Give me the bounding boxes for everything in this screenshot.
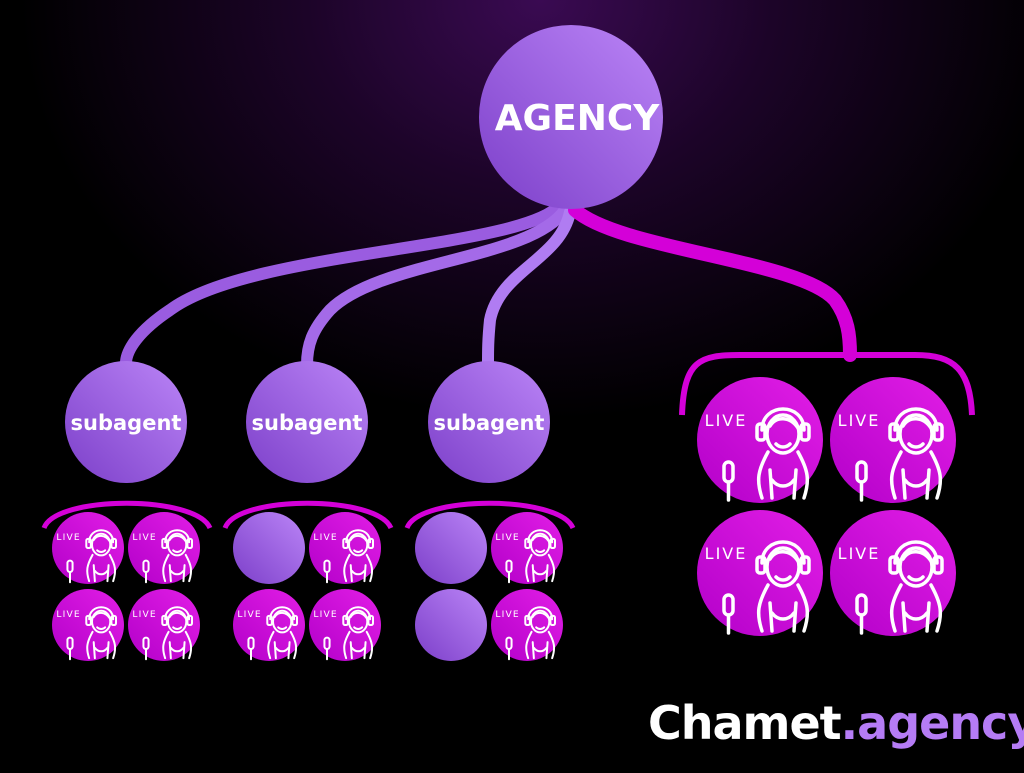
streamer-with-headset-icon: LIVE xyxy=(56,606,117,661)
agency-label: AGENCY xyxy=(495,98,661,139)
streamer-avatar: LIVE xyxy=(830,510,956,636)
connector-subagent-2 xyxy=(301,204,571,371)
logo-brand: Chamet xyxy=(648,696,842,750)
live-label: LIVE xyxy=(237,610,261,620)
subagent-label: subagent xyxy=(71,411,182,435)
live-label: LIVE xyxy=(705,544,748,563)
live-label: LIVE xyxy=(495,533,519,543)
direct-streamer-group: LIVE LIVE LIVE LIVE xyxy=(679,352,975,636)
group-bracket xyxy=(222,500,394,530)
live-label: LIVE xyxy=(495,610,519,620)
empty-slot xyxy=(415,512,487,584)
streamer-with-headset-icon: LIVE xyxy=(838,540,944,635)
subagent-streamer-group: LIVE LIVE xyxy=(404,500,576,661)
subagent-streamer-group: LIVE LIVE LIVE xyxy=(222,500,394,661)
connector-subagent-1 xyxy=(120,199,566,371)
streamer-avatar: LIVE xyxy=(128,589,200,661)
empty-slot xyxy=(415,589,487,661)
live-label: LIVE xyxy=(132,533,156,543)
streamer-avatar: LIVE xyxy=(697,377,823,503)
empty-slot xyxy=(415,512,487,584)
subagent-node: subagent xyxy=(428,361,550,483)
live-label: LIVE xyxy=(705,411,748,430)
streamer-avatar: LIVE xyxy=(491,589,563,661)
streamer-avatar: LIVE xyxy=(697,510,823,636)
group-bracket xyxy=(404,500,576,530)
group-bracket xyxy=(41,500,213,530)
chamet-agency-logo: Chamet.agency xyxy=(648,696,1024,750)
logo-suffix: .agency xyxy=(840,696,1024,750)
subagent-node: subagent xyxy=(65,361,187,483)
streamer-with-headset-icon: LIVE xyxy=(56,529,117,584)
live-label: LIVE xyxy=(313,610,337,620)
streamer-with-headset-icon: LIVE xyxy=(705,540,811,635)
streamer-with-headset-icon: LIVE xyxy=(313,529,374,584)
streamer-with-headset-icon: LIVE xyxy=(495,606,556,661)
live-label: LIVE xyxy=(313,533,337,543)
streamer-avatar: LIVE xyxy=(309,512,381,584)
streamer-with-headset-icon: LIVE xyxy=(705,407,811,502)
live-label: LIVE xyxy=(56,610,80,620)
empty-slot xyxy=(233,512,305,584)
connector-direct-streamers xyxy=(568,203,857,362)
live-label: LIVE xyxy=(838,411,881,430)
subagent-label: subagent xyxy=(434,411,545,435)
empty-slot xyxy=(415,589,487,661)
subagent-node: subagent xyxy=(246,361,368,483)
subagent-label: subagent xyxy=(252,411,363,435)
streamer-with-headset-icon: LIVE xyxy=(237,606,298,661)
streamer-avatar: LIVE xyxy=(491,512,563,584)
group-bracket xyxy=(679,352,975,416)
streamer-with-headset-icon: LIVE xyxy=(132,529,193,584)
streamer-avatar: LIVE xyxy=(52,589,124,661)
streamer-with-headset-icon: LIVE xyxy=(838,407,944,502)
streamer-avatar: LIVE xyxy=(830,377,956,503)
streamer-with-headset-icon: LIVE xyxy=(132,606,193,661)
live-label: LIVE xyxy=(56,533,80,543)
connector-subagent-3 xyxy=(482,206,576,371)
subagent-streamer-group: LIVE LIVE LIVE LIVE xyxy=(41,500,213,661)
empty-slot xyxy=(233,512,305,584)
agency-node: AGENCY xyxy=(479,25,663,209)
streamer-with-headset-icon: LIVE xyxy=(313,606,374,661)
streamer-avatar: LIVE xyxy=(233,589,305,661)
streamer-avatar: LIVE xyxy=(128,512,200,584)
connectors xyxy=(120,199,857,371)
live-label: LIVE xyxy=(838,544,881,563)
live-label: LIVE xyxy=(132,610,156,620)
streamer-with-headset-icon: LIVE xyxy=(495,529,556,584)
streamer-avatar: LIVE xyxy=(52,512,124,584)
streamer-avatar: LIVE xyxy=(309,589,381,661)
